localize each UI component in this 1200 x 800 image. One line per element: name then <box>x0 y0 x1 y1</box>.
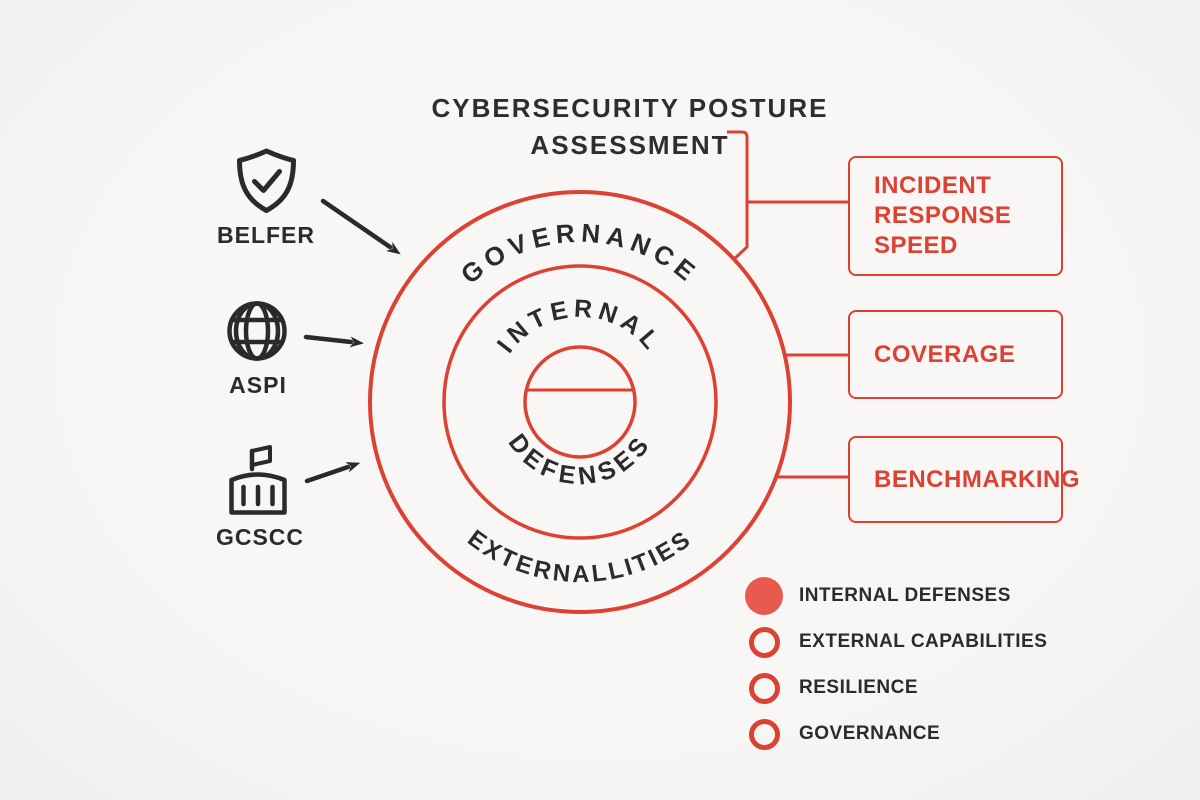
source-label-gcscc: GCSCC <box>215 524 305 550</box>
arrow-gcscc <box>304 462 361 484</box>
ring-label-externallities: EXTERNALLITIES <box>463 525 698 588</box>
legend-label: RESILIENCE <box>799 677 919 698</box>
institution-icon <box>229 445 287 515</box>
callout-coverage: COVERAGE <box>848 310 1063 399</box>
callout-label: INCIDENT RESPONSE SPEED <box>874 172 1012 259</box>
arrow-aspi <box>303 334 364 348</box>
callout-label: BENCHMARKING <box>874 465 1080 493</box>
inner-circle <box>523 345 637 459</box>
callout-label: COVERAGE <box>874 340 1016 368</box>
check-mark <box>252 169 282 193</box>
legend-item-resilience: RESILIENCE <box>744 668 1047 708</box>
source-arrows <box>303 198 401 484</box>
callout-incident-response-speed: INCIDENT RESPONSE SPEED <box>848 156 1063 276</box>
legend-item-external-capabilities: EXTERNAL CAPABILITIES <box>744 622 1047 662</box>
legend-label: GOVERNANCE <box>799 723 941 744</box>
legend-marker-wrap <box>744 576 784 616</box>
legend-label: EXTERNAL CAPABILITIES <box>799 631 1048 652</box>
ring-label-governance: GOVERNANCE <box>455 218 705 290</box>
shield-check-icon <box>237 148 296 213</box>
legend-marker-outlined-circle <box>748 672 780 704</box>
title-connector-line <box>727 130 749 262</box>
arrow-belfer <box>320 198 401 255</box>
legend-marker-outlined-circle <box>748 626 780 658</box>
globe-icon <box>227 301 287 361</box>
legend: INTERNAL DEFENSES EXTERNAL CAPABILITIES … <box>744 576 1047 754</box>
building-body <box>229 472 287 515</box>
callout-connectors <box>727 130 849 479</box>
page-title: CYBERSECURITY POSTURE ASSESSMENT <box>330 90 930 164</box>
flag <box>250 445 272 467</box>
title-line-1: CYBERSECURITY POSTURE <box>431 93 829 123</box>
legend-label: INTERNAL DEFENSES <box>799 585 1011 606</box>
ring-label-defenses: DEFENSES <box>503 429 658 491</box>
title-line-2: ASSESSMENT <box>530 130 730 160</box>
legend-marker-wrap <box>744 714 784 754</box>
legend-marker-wrap <box>744 622 784 662</box>
source-label-belfer: BELFER <box>217 222 315 248</box>
source-label-aspi: ASPI <box>229 372 287 398</box>
legend-marker-outlined-circle <box>748 718 780 750</box>
legend-marker-filled-circle <box>745 577 783 615</box>
outer-ring <box>368 190 792 614</box>
callout-benchmarking: BENCHMARKING <box>848 436 1080 523</box>
concentric-rings <box>368 190 792 614</box>
legend-item-governance: GOVERNANCE <box>744 714 1047 754</box>
legend-marker-wrap <box>744 668 784 708</box>
legend-item-internal-defenses: INTERNAL DEFENSES <box>744 576 1047 616</box>
middle-ring <box>442 264 718 540</box>
